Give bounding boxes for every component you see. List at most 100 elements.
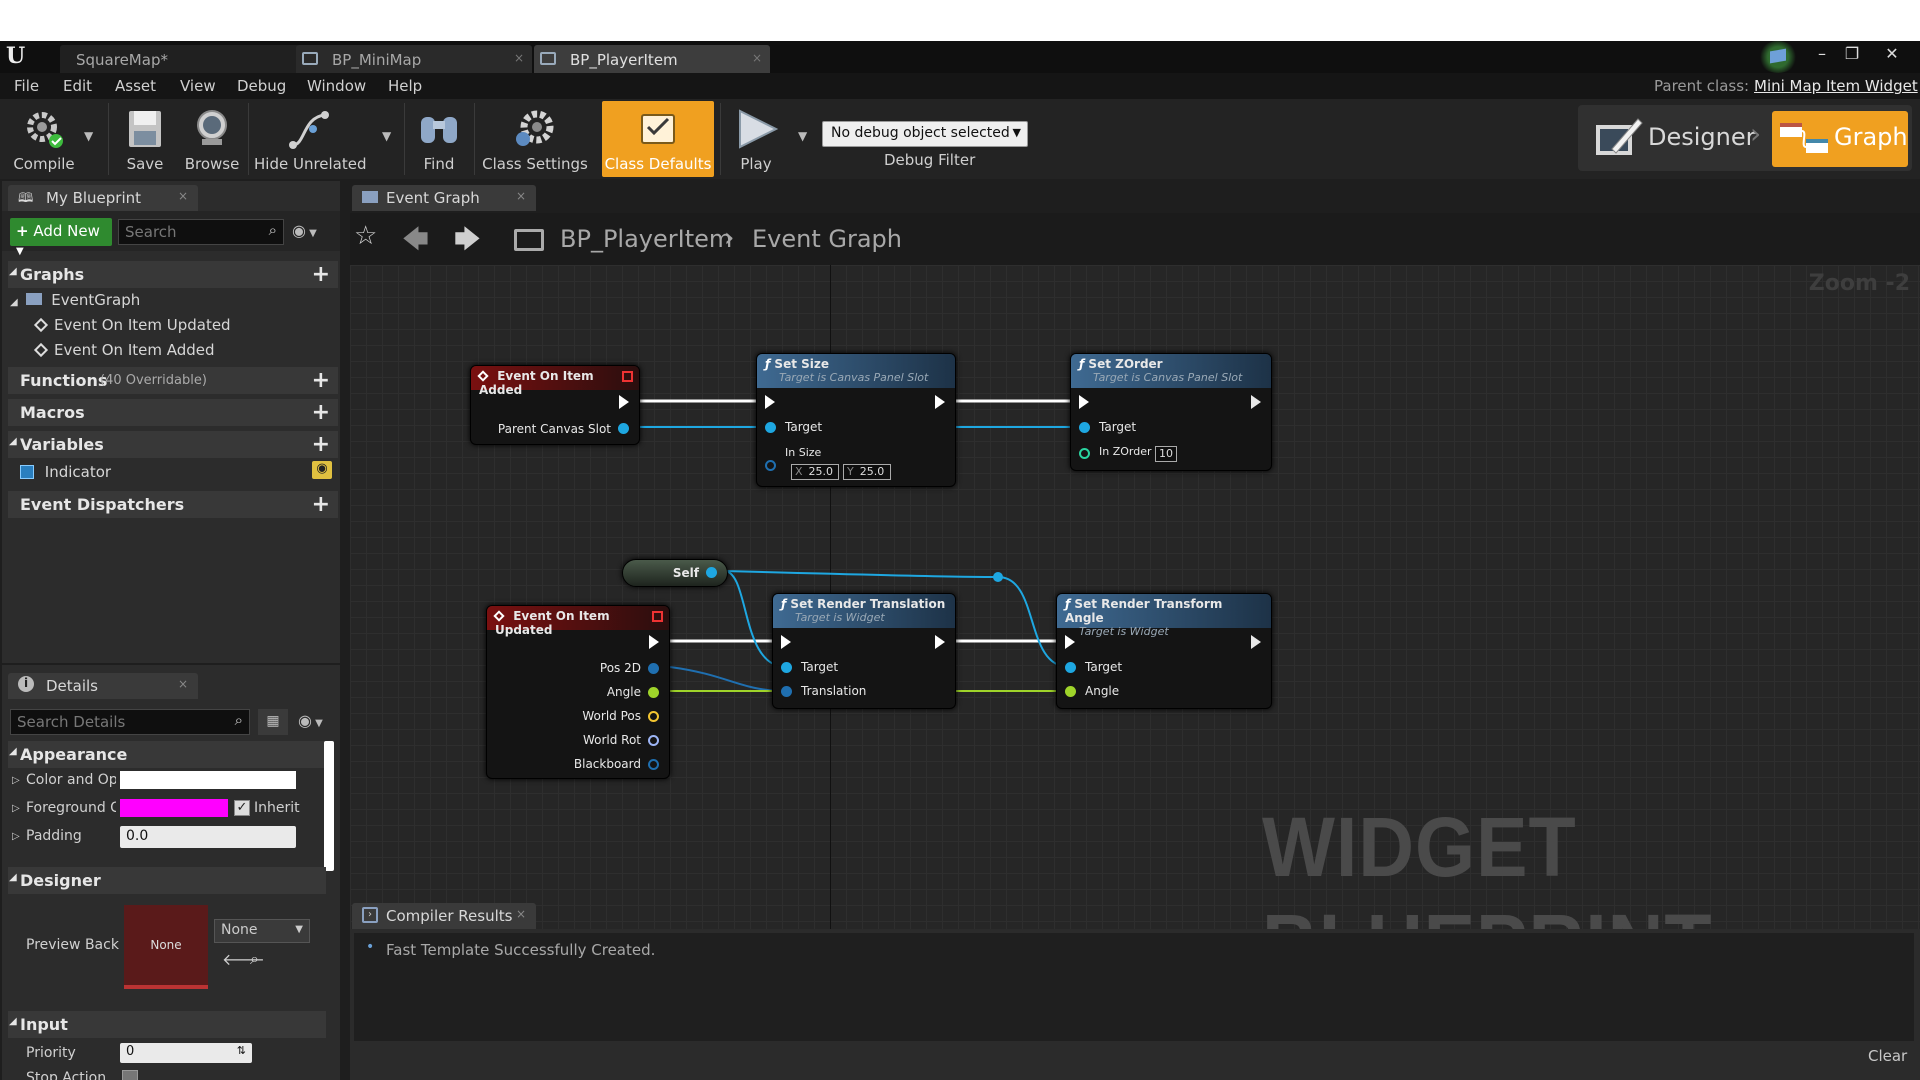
use-selected-arrow-icon[interactable]: 🡐 <box>222 950 265 969</box>
vector2d-in-pin[interactable] <box>765 460 776 471</box>
browse-button[interactable]: Browse <box>178 101 246 177</box>
find-button[interactable]: Find <box>410 101 468 177</box>
expand-arrow-icon[interactable]: ▷ <box>12 831 20 842</box>
designer-section-header[interactable]: ◢ Designer <box>8 867 326 894</box>
foreground-color-swatch[interactable] <box>120 799 228 817</box>
tree-event-on-item-added[interactable]: Event On Item Added <box>33 341 215 359</box>
clear-button[interactable]: Clear <box>1868 1047 1908 1065</box>
menu-debug[interactable]: Debug <box>237 77 287 95</box>
tab-event-graph[interactable]: Event Graph × <box>352 185 536 211</box>
add-function-button[interactable]: + <box>311 368 330 393</box>
float-in-pin[interactable] <box>1065 686 1076 697</box>
tab-bp-minimap[interactable]: BP_MiniMap × <box>296 45 532 73</box>
property-matrix-icon[interactable]: ▦ <box>258 709 288 735</box>
node-event-on-item-added[interactable]: Event On Item Added Parent Canvas Slot <box>470 365 640 445</box>
save-button[interactable]: Save <box>114 101 176 177</box>
input-section-header[interactable]: ◢ Input <box>8 1011 326 1038</box>
graph-mode-button[interactable]: Graph <box>1772 111 1908 167</box>
browse-asset-icon[interactable]: ⌕ <box>250 949 259 968</box>
compile-button[interactable]: Compile <box>6 101 82 177</box>
play-button[interactable]: Play <box>726 101 786 177</box>
designer-mode-button[interactable]: Designer <box>1588 111 1758 167</box>
menu-edit[interactable]: Edit <box>63 77 93 95</box>
tab-compiler-results[interactable]: › Compiler Results × <box>352 903 536 929</box>
in-zorder-input[interactable]: 10 <box>1155 446 1177 462</box>
tab-my-blueprint[interactable]: 🕮 My Blueprint × <box>8 185 198 211</box>
minimize-icon[interactable]: – <box>1818 44 1826 63</box>
object-out-pin[interactable] <box>648 759 659 770</box>
close-tab-icon[interactable]: × <box>177 677 188 691</box>
node-set-render-transform-angle[interactable]: ƒ Set Render Transform Angle Target is W… <box>1056 593 1272 709</box>
variables-section-header[interactable]: ◢ Variables + <box>8 431 338 458</box>
debug-object-select[interactable]: No debug object selected ▼ <box>822 121 1028 147</box>
details-search-input[interactable]: Search Details ⌕ <box>10 709 250 735</box>
delegate-pin-icon[interactable] <box>622 371 633 382</box>
node-self[interactable]: Self <box>622 559 728 587</box>
node-set-size[interactable]: ƒ Set Size Target is Canvas Panel Slot T… <box>756 353 956 487</box>
int-in-pin[interactable] <box>1079 448 1090 459</box>
close-tab-icon[interactable]: × <box>515 907 526 921</box>
stop-action-checkbox[interactable] <box>122 1070 138 1080</box>
node-event-on-item-updated[interactable]: Event On Item Updated Pos 2D Angle World… <box>486 605 670 779</box>
breadcrumb-root[interactable]: BP_PlayerItem <box>560 225 733 253</box>
float-out-pin[interactable] <box>648 687 659 698</box>
graph-canvas[interactable]: Zoom -2 WIDGET BLUEPRINT Event On Item A… <box>350 265 1920 938</box>
expand-arrow-icon[interactable]: ▷ <box>12 803 20 814</box>
exec-out-pin[interactable] <box>619 395 629 409</box>
exec-out-pin[interactable] <box>649 635 659 649</box>
exec-out-pin[interactable] <box>1251 395 1261 409</box>
hide-unrelated-dropdown[interactable]: ▼ <box>382 129 392 143</box>
menu-window[interactable]: Window <box>307 77 367 95</box>
close-tab-icon[interactable]: × <box>751 51 762 65</box>
color-and-opacity-swatch[interactable] <box>120 771 296 789</box>
expand-arrow-icon[interactable]: ▷ <box>12 775 20 786</box>
target-in-pin[interactable] <box>1065 662 1076 673</box>
close-tab-icon[interactable]: × <box>513 51 524 65</box>
menu-asset[interactable]: Asset <box>115 77 157 95</box>
node-set-render-translation[interactable]: ƒ Set Render Translation Target is Widge… <box>772 593 956 709</box>
class-defaults-button[interactable]: Class Defaults <box>602 101 714 177</box>
parent-class-link[interactable]: Mini Map Item Widget <box>1754 77 1918 95</box>
exec-out-pin[interactable] <box>1251 635 1261 649</box>
visibility-eye-icon[interactable]: ◉ <box>312 461 332 479</box>
functions-section-header[interactable]: Functions (40 Overridable) + <box>8 367 338 394</box>
maximize-icon[interactable]: ❐ <box>1844 44 1860 63</box>
play-options-dropdown[interactable]: ▼ <box>798 129 808 143</box>
details-eye-icon[interactable]: ◉ ▼ <box>298 711 323 730</box>
graphs-section-header[interactable]: ◢ Graphs + <box>8 261 338 288</box>
delegate-pin-icon[interactable] <box>652 611 663 622</box>
menu-view[interactable]: View <box>180 77 216 95</box>
add-variable-button[interactable]: + <box>311 432 330 457</box>
appearance-section-header[interactable]: ◢ Appearance <box>8 741 326 768</box>
self-out-pin[interactable] <box>706 567 717 578</box>
tree-eventgraph[interactable]: ◢ EventGraph <box>10 291 141 309</box>
variable-indicator[interactable]: Indicator ◉ <box>20 461 336 481</box>
macros-section-header[interactable]: Macros + <box>8 399 338 426</box>
exec-out-pin[interactable] <box>935 635 945 649</box>
vector2d-in-pin[interactable] <box>781 686 792 697</box>
learn-icon[interactable] <box>1758 41 1798 73</box>
blueprint-search-input[interactable]: Search ⌕ <box>118 219 284 245</box>
close-tab-icon[interactable]: × <box>177 189 188 203</box>
add-graph-button[interactable]: + <box>311 262 330 287</box>
object-out-pin[interactable] <box>618 423 629 434</box>
target-in-pin[interactable] <box>765 422 776 433</box>
exec-in-pin[interactable] <box>1065 635 1075 649</box>
rotator-out-pin[interactable] <box>648 735 659 746</box>
event-dispatchers-section-header[interactable]: Event Dispatchers + <box>8 491 338 518</box>
compile-options-dropdown[interactable]: ▼ <box>84 129 94 143</box>
favorite-star-icon[interactable]: ☆ <box>354 221 378 251</box>
node-set-zorder[interactable]: ƒ Set ZOrder Target is Canvas Panel Slot… <box>1070 353 1272 471</box>
vector2d-out-pin[interactable] <box>648 663 659 674</box>
preview-background-select[interactable]: None ▼ <box>214 919 310 943</box>
target-in-pin[interactable] <box>781 662 792 673</box>
unreal-logo-icon[interactable]: U <box>6 43 26 69</box>
add-macro-button[interactable]: + <box>311 400 330 425</box>
add-new-button[interactable]: + Add New ▼ <box>10 218 112 257</box>
add-dispatcher-button[interactable]: + <box>311 492 330 517</box>
back-arrow-icon[interactable]: 🡄 <box>402 225 429 255</box>
hide-unrelated-button[interactable]: Hide Unrelated <box>254 101 367 177</box>
tab-details[interactable]: i Details × <box>8 673 198 699</box>
